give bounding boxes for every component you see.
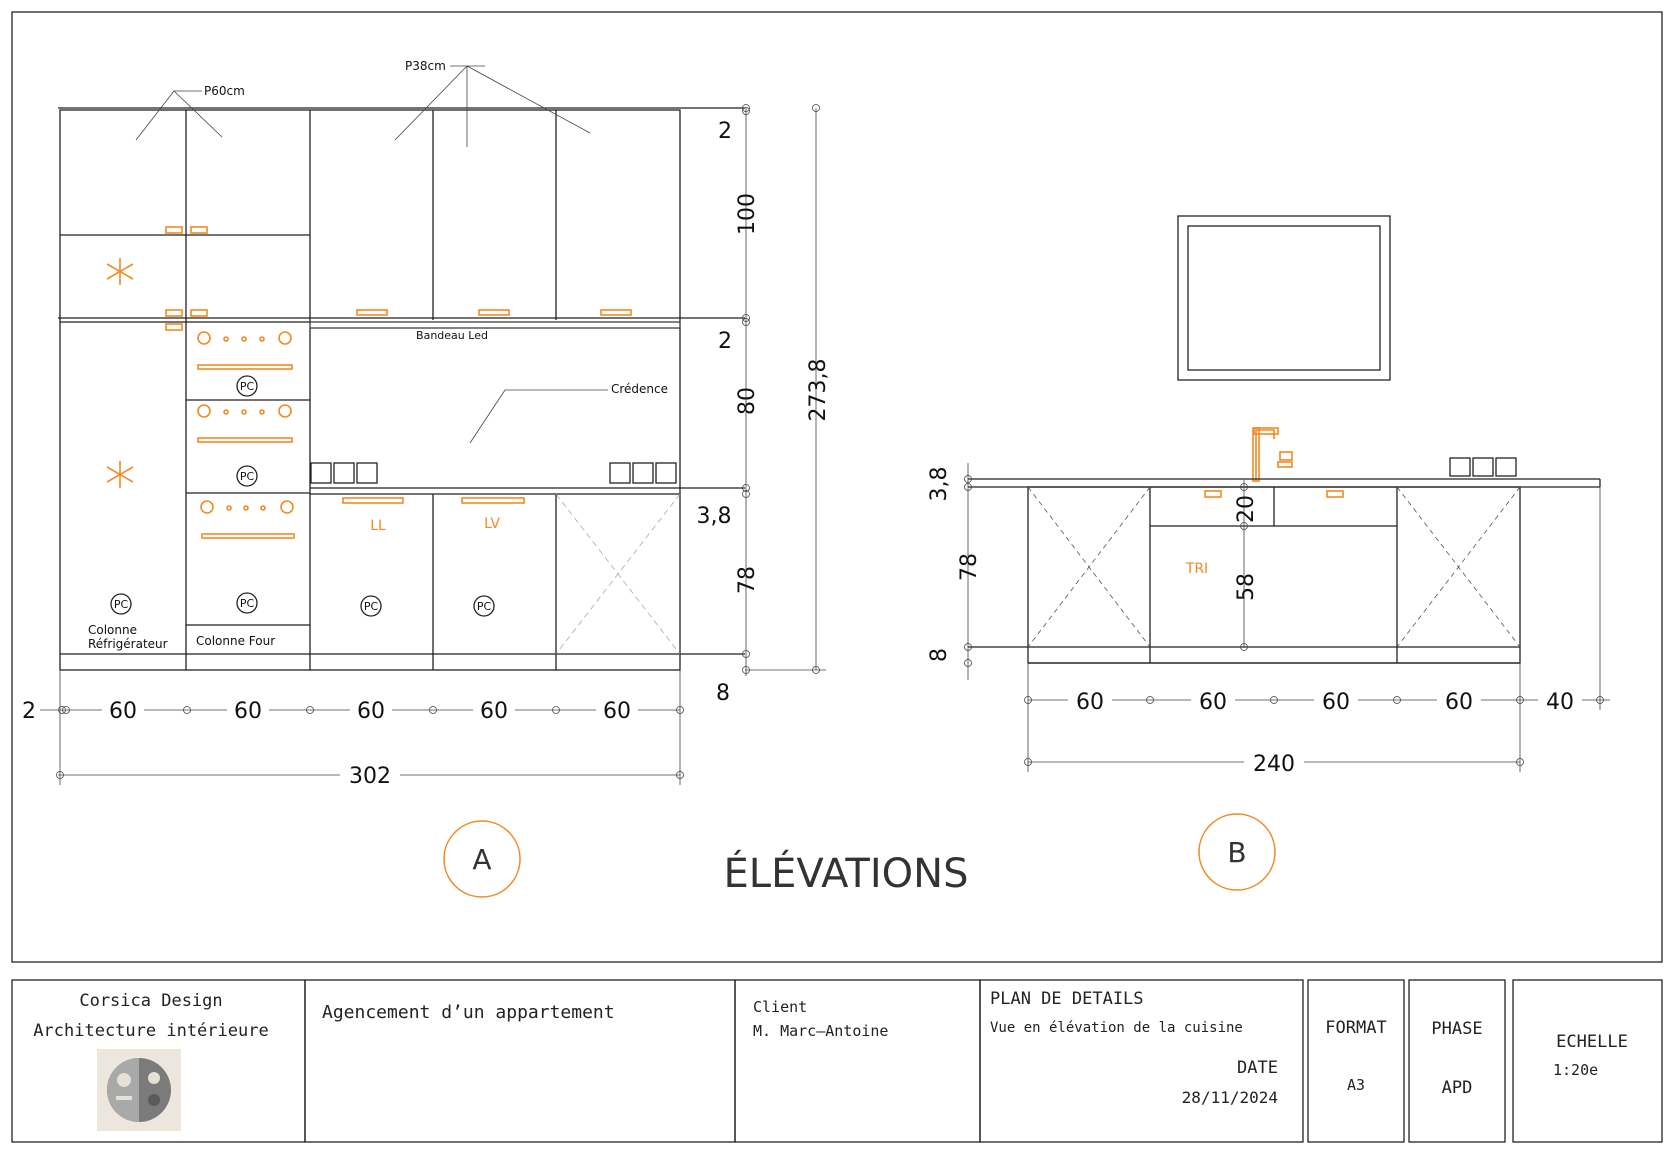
label-tri: TRI [1185, 561, 1208, 577]
pc-label: PC [240, 597, 255, 610]
view-label-circle-a [443, 820, 521, 898]
note-credence: Crédence [611, 382, 668, 396]
company-name: Corsica Design [79, 991, 222, 1011]
dim-v-2-top: 2 [718, 119, 732, 144]
note-p60: P60cm [204, 84, 245, 98]
pc-label: PC [114, 598, 129, 611]
dim-v-2-mid: 2 [718, 329, 732, 354]
date-value: 28/11/2024 [1182, 1088, 1278, 1107]
title-block: Corsica Design Architecture intérieure A… [11, 979, 1663, 1143]
note-p38: P38cm [405, 59, 446, 73]
client-name: M. Marc–Antoine [753, 1022, 888, 1040]
wall-outlets-b [1449, 457, 1517, 477]
label-lv: LV [484, 516, 500, 532]
dims-vertical-b: 3,8 78 8 [927, 463, 982, 680]
format-label: FORMAT [1325, 1018, 1386, 1038]
dims-vertical-a: 2 100 2 80 3,8 78 8 273,8 [697, 104, 831, 706]
dims-inner-b: 20 58 [1234, 480, 1259, 651]
view-label-b: B [1227, 836, 1246, 869]
dim-h-60: 60 [357, 699, 385, 724]
dim-v-total: 273,8 [806, 359, 831, 422]
label-colonne: Colonne [88, 623, 137, 637]
project-name: Agencement d’un appartement [322, 1002, 615, 1023]
dims-horizontal-b: 60 60 60 60 40 240 [1024, 487, 1610, 777]
elevation-b: TRI 20 58 3,8 78 8 [927, 215, 1610, 891]
window [1177, 215, 1391, 381]
view-label-circle-b [1198, 813, 1276, 891]
dim-v-80: 80 [735, 387, 760, 415]
dim-v-3-8: 3,8 [697, 504, 732, 529]
client-label: Client [753, 998, 807, 1016]
dim-h-60: 60 [109, 699, 137, 724]
date-label: DATE [1237, 1058, 1278, 1078]
dim-h-total-b: 240 [1253, 752, 1295, 777]
pc-label: PC [240, 470, 255, 483]
asterisk-icon [106, 258, 134, 488]
dim-v-78: 78 [735, 566, 760, 594]
dim-h-60-b: 60 [1199, 690, 1227, 715]
pc-label: PC [364, 600, 379, 613]
dim-v-8-b: 8 [927, 648, 952, 662]
sheet-frame [11, 11, 1663, 963]
dim-h-60-b: 60 [1322, 690, 1350, 715]
led-band [309, 321, 681, 329]
scale-value: 1:20e [1553, 1061, 1598, 1079]
scale-label: ECHELLE [1556, 1032, 1628, 1052]
company-tagline: Architecture intérieure [33, 1021, 268, 1041]
sheet-title: ÉLÉVATIONS [724, 849, 969, 897]
view-label-a: A [472, 843, 491, 876]
elevation-a: PC PC PC PC PC PC Bandeau Led Crédence P… [22, 59, 831, 898]
pc-sockets: PC PC PC PC PC PC [110, 375, 495, 617]
dim-v-20: 20 [1234, 495, 1259, 523]
pc-label: PC [240, 380, 255, 393]
dim-v-78-b: 78 [957, 553, 982, 581]
dim-h-60: 60 [234, 699, 262, 724]
dim-h-60: 60 [480, 699, 508, 724]
elevation-a-outline [59, 109, 681, 671]
dim-h-40-b: 40 [1546, 690, 1574, 715]
dim-v-3-8-b: 3,8 [927, 467, 952, 502]
dim-h-60-b: 60 [1445, 690, 1473, 715]
dim-h-60: 60 [603, 699, 631, 724]
dim-v-58: 58 [1234, 573, 1259, 601]
dim-h-total: 302 [349, 764, 391, 789]
oven-controls [197, 331, 295, 539]
dim-v-100: 100 [735, 193, 760, 235]
format-value: A3 [1347, 1076, 1365, 1094]
phase-label: PHASE [1431, 1019, 1482, 1039]
label-refrigerateur: Réfrigérateur [88, 637, 168, 651]
dim-h-60-b: 60 [1076, 690, 1104, 715]
wall-outlets [310, 462, 677, 484]
pc-label: PC [477, 600, 492, 613]
dims-horizontal-a: 2 60 60 60 60 60 302 [22, 670, 684, 789]
label-colonne-four: Colonne Four [196, 634, 275, 648]
plan-subtitle: Vue en élévation de la cuisine [990, 1020, 1243, 1036]
dim-v-8: 8 [716, 681, 730, 706]
note-bandeau-led: Bandeau Led [416, 329, 488, 342]
plan-title: PLAN DE DETAILS [990, 989, 1144, 1009]
label-ll: LL [370, 518, 386, 534]
dim-h-2: 2 [22, 699, 36, 724]
phase-value: APD [1442, 1078, 1473, 1098]
company-logo [97, 1049, 181, 1131]
